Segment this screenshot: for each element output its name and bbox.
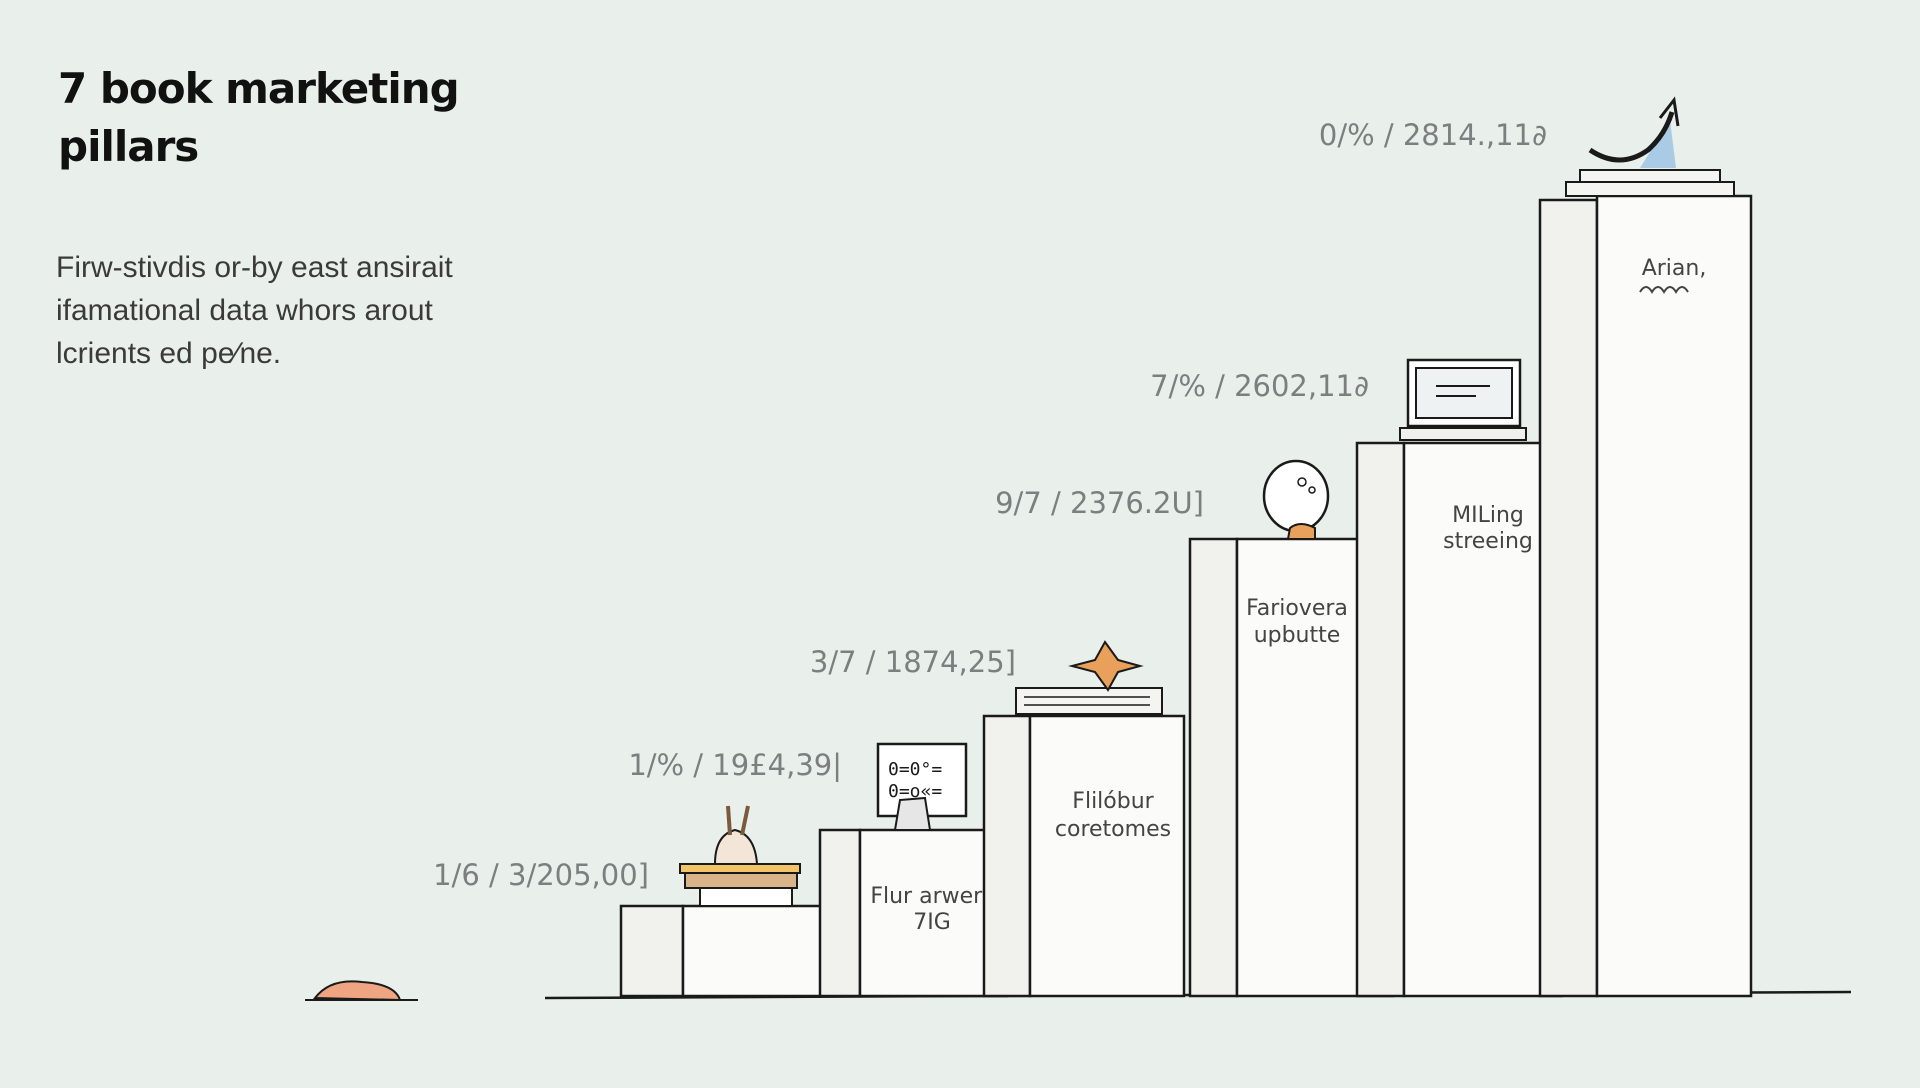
pencil-cup-on-books-icon [679,805,801,907]
pillar-label: MILing [1452,503,1524,528]
pillar-stat: 7/% / 2602,11∂ [1150,369,1369,403]
page-title: 7 book marketing pillars [58,60,460,176]
laptop-icon [1399,358,1527,441]
pillar-stat: 3/7 / 1874,25] [810,645,1016,679]
pillar-5: 7/% / 2602,11∂ MILing streeing [1150,358,1564,998]
pillar-1: 1/6 / 3/205,00] [433,805,841,998]
title-line: pillars [58,122,199,171]
pillar-label: coretomes [1055,817,1171,842]
pillar-label: Arian, [1642,256,1707,281]
star-on-books-icon [1015,640,1163,715]
subtitle: Firw-stivdis or-by east ansirait ifamati… [56,246,516,375]
pillar-label: streeing [1443,529,1533,554]
pillar-2: 0=0°= 0=o«= 1/% / 19£4,39| Flur arwers 7… [628,742,1009,998]
pillar-label: Flilóbur [1072,789,1154,814]
subtitle-line: ifamational data whors arout [56,294,433,327]
subtitle-line: Firw-stivdis or-by east ansirait [56,251,453,284]
growth-arrow-icon [1565,96,1735,197]
pillar-stat: 1/6 / 3/205,00] [433,858,649,892]
pillar-label: Flur arwers [870,884,993,909]
calendar-board-icon: 0=0°= 0=o«= [876,742,968,831]
pillar-stat: 0/% / 2814.,11∂ [1319,118,1547,152]
title-line: 7 book marketing [58,64,460,113]
pillar-label: Fariovera [1246,596,1348,621]
subtitle-line: lcrients ed pe∕ne. [56,337,282,370]
svg-text:0=o«=: 0=o«= [888,781,942,802]
pillar-label: upbutte [1254,623,1341,648]
pillar-3: 3/7 / 1874,25] Flilóbur coretomes [810,640,1186,998]
squiggle-decoration [1639,286,1689,294]
blob-icon [305,980,418,1002]
svg-text:0=0°=: 0=0°= [888,759,942,780]
pillar-stat: 1/% / 19£4,39| [628,748,842,782]
pillar-6: 0/% / 2814.,11∂ Arian, [1319,96,1753,998]
pillar-label: 7IG [913,910,951,935]
pillar-stat: 9/7 / 2376.2U] [995,486,1204,520]
thinking-person-icon [1262,459,1330,540]
